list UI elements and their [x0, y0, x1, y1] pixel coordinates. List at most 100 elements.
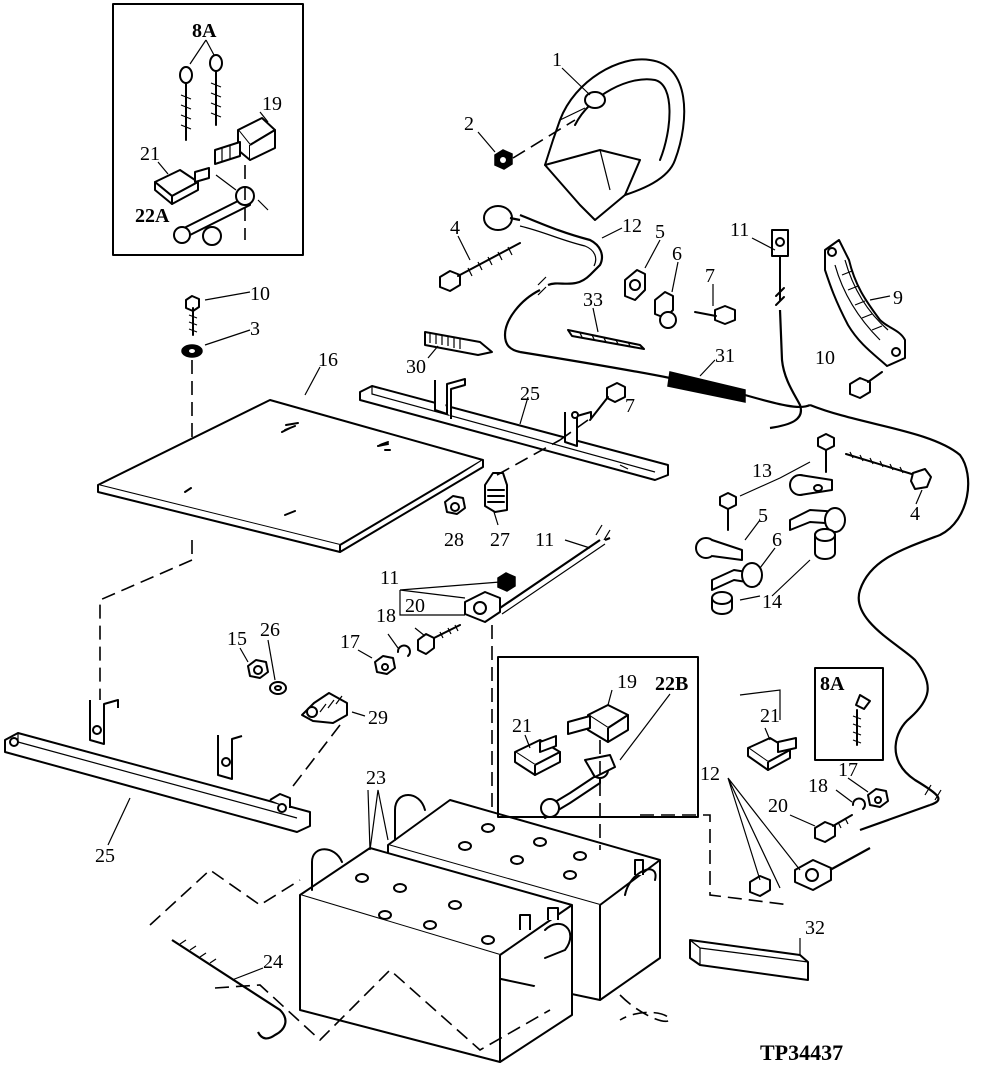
callout-14: 14 [762, 591, 782, 613]
callout-16: 16 [318, 349, 338, 371]
cable-clip-29 [301, 692, 348, 724]
callout-25-top: 25 [520, 383, 540, 405]
battery-pad-32 [689, 939, 809, 981]
washer-26 [269, 681, 287, 695]
lock-washer-18-left [397, 644, 411, 657]
callout-13: 13 [752, 460, 772, 482]
bolt-10-right [849, 371, 883, 399]
callout-19-top: 19 [262, 93, 282, 115]
callout-10-left: 10 [250, 283, 270, 305]
lock-washer-18-right [852, 797, 866, 810]
spacer-14 [711, 528, 836, 615]
callout-10-right: 10 [815, 347, 835, 369]
callout-27: 27 [490, 529, 510, 551]
callout-8a-right: 8A [820, 673, 845, 695]
callout-9: 9 [893, 287, 903, 309]
reference-number: TP34437 [760, 1040, 843, 1065]
terminal-cover-21-middle [514, 735, 561, 776]
callout-11-middle: 11 [535, 529, 554, 551]
terminal-cover-19-inset [214, 117, 276, 165]
cap-screw-13-lower [719, 492, 737, 531]
callout-7-middle: 7 [625, 395, 635, 417]
callout-17-left: 17 [340, 631, 360, 653]
cable-clip-6-right [711, 507, 846, 591]
battery-bracket-25-top [359, 378, 669, 481]
callout-20-right: 20 [768, 795, 788, 817]
callout-30: 30 [406, 356, 426, 378]
callout-4-right: 4 [910, 503, 920, 525]
callout-1: 1 [552, 49, 562, 71]
callout-20-left: 20 [405, 595, 425, 617]
callout-26: 26 [260, 619, 280, 641]
bolt-10-left [185, 295, 200, 336]
braided-strap-9 [824, 239, 906, 367]
terminal-cover-21-inset [154, 167, 210, 205]
callout-17-right: 17 [838, 759, 858, 781]
bolt-8a-left [179, 66, 193, 141]
battery-bracket-25-lower [4, 699, 311, 833]
callout-19-middle: 19 [617, 671, 637, 693]
inset-box-bolt-8a-right [814, 667, 884, 761]
callout-21-top: 21 [140, 143, 160, 165]
callout-6-top: 6 [672, 243, 682, 265]
hex-nut-2 [494, 149, 513, 170]
hex-nut-17-left [374, 655, 396, 675]
positive-cable-12-terminal [749, 847, 871, 897]
bolt-8a-right [209, 54, 223, 126]
callout-21-middle: 21 [512, 715, 532, 737]
terminal-cover-19-middle [567, 704, 629, 743]
inset-box-terminal-clamp-22a [112, 3, 304, 256]
callout-32: 32 [805, 917, 825, 939]
cable-strap-30 [424, 331, 493, 356]
callout-33: 33 [583, 289, 603, 311]
cable-clip-27 [484, 472, 508, 513]
bolt-4-right [845, 451, 932, 490]
bolt-20-right [814, 814, 853, 843]
cap-screw-7-top [694, 305, 736, 325]
cap-screw-13-upper [817, 433, 835, 473]
callout-31: 31 [715, 345, 735, 367]
callout-11-top: 11 [730, 219, 749, 241]
terminal-boot-1 [544, 58, 686, 221]
cable-clip-5-top [624, 269, 646, 301]
callout-22b: 22B [655, 673, 688, 695]
hex-nut-11 [497, 572, 516, 592]
callout-25-lower: 25 [95, 845, 115, 867]
hex-nut-17-right [867, 788, 889, 808]
callout-6-right: 6 [772, 529, 782, 551]
callout-11-lower: 11 [380, 567, 399, 589]
callout-21-right: 21 [760, 705, 780, 727]
inset-box-terminal-clamp-22b [497, 656, 699, 850]
bolt-4-top [439, 242, 521, 292]
callout-22a: 22A [135, 205, 170, 227]
callout-18-right: 18 [808, 775, 828, 797]
callout-28: 28 [444, 529, 464, 551]
cable-tie-33 [567, 329, 645, 350]
callout-3: 3 [250, 318, 260, 340]
cable-sleeve-31 [519, 350, 811, 409]
callout-5-right: 5 [758, 505, 768, 527]
hex-nut-28 [444, 495, 466, 515]
cap-screw-7-middle [589, 382, 626, 421]
terminal-cover-21-right [747, 737, 797, 771]
callout-24: 24 [263, 951, 283, 973]
bolt-20-left [417, 624, 461, 655]
callout-2: 2 [464, 113, 474, 135]
ground-cable-11-lower [464, 524, 611, 623]
callout-12-top: 12 [622, 215, 642, 237]
callout-8a-top: 8A [192, 20, 217, 42]
battery-cover-16 [97, 399, 484, 553]
washer-3 [181, 344, 203, 358]
callout-7-top: 7 [705, 265, 715, 287]
positive-cable-12 [483, 205, 604, 354]
hex-nut-15 [247, 659, 269, 679]
ground-cable-11-upper [769, 229, 803, 430]
callout-5-top: 5 [655, 221, 665, 243]
cable-clip-6-top [654, 291, 677, 329]
hold-down-rod-24 [171, 939, 287, 1040]
callout-18-left: 18 [376, 605, 396, 627]
terminal-clamp-22a-inset [173, 174, 269, 246]
callout-29: 29 [368, 707, 388, 729]
callout-15: 15 [227, 628, 247, 650]
